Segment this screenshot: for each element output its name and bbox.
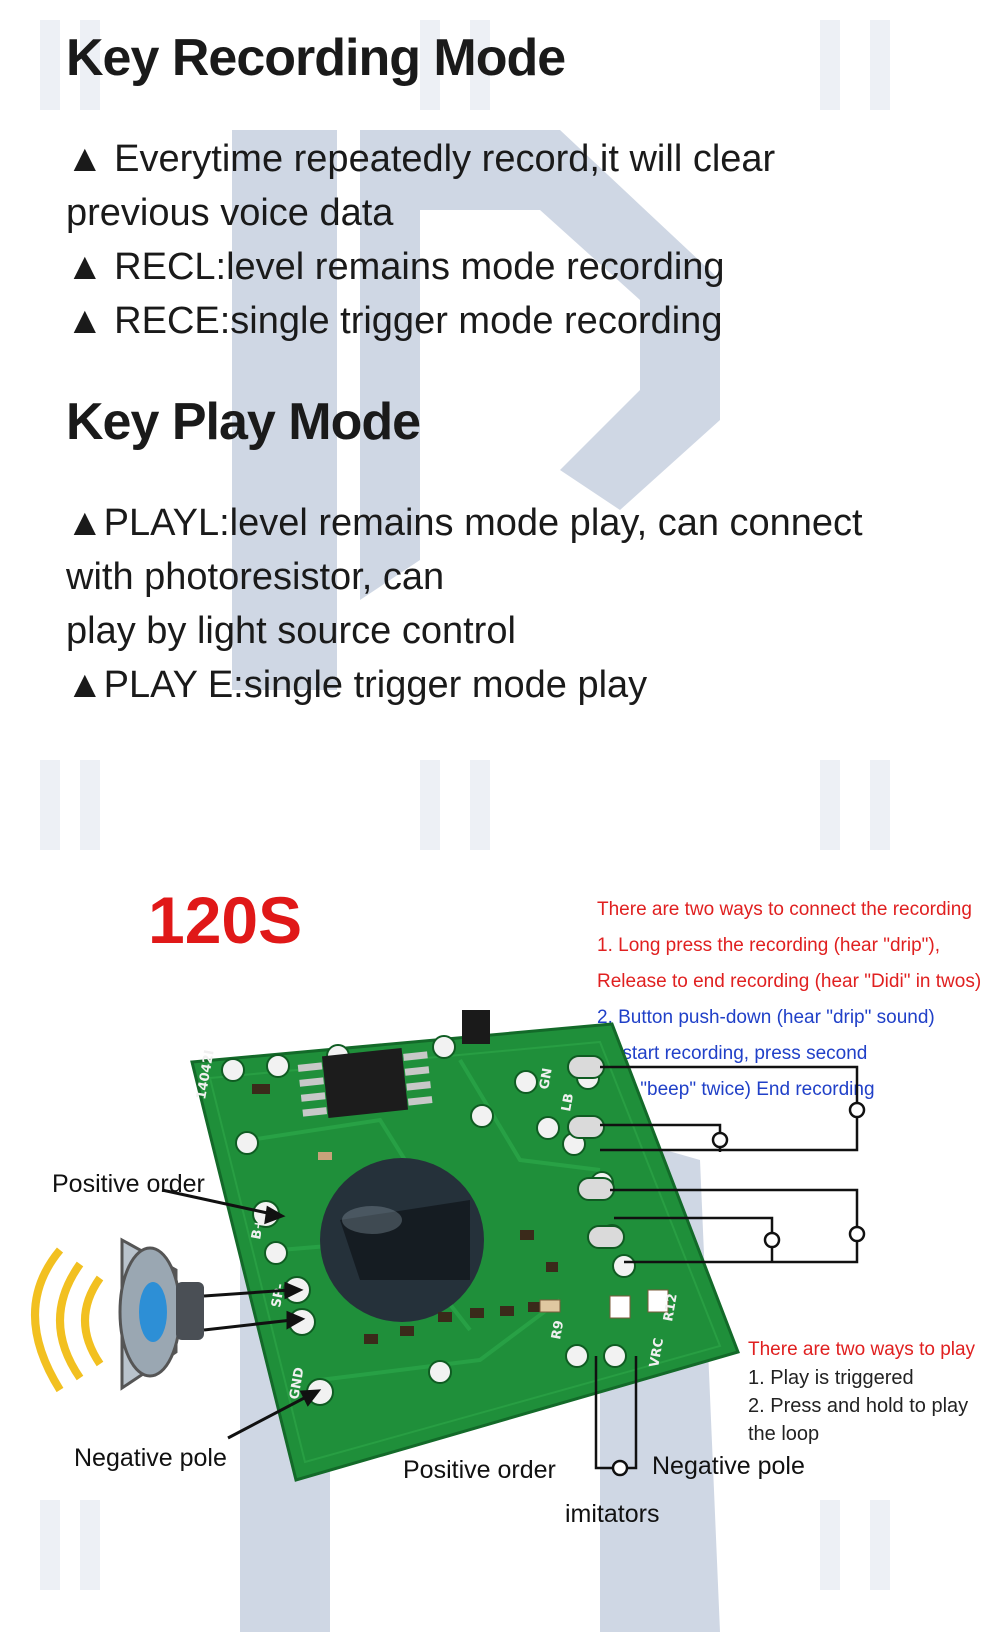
positive-order-bottom-label: Positive order <box>403 1456 556 1484</box>
pcb-diagram: 14042I B+ SP- GND GN LB R9 R12 VRC <box>31 1010 866 1482</box>
recording-mode-list: ▲ Everytime repeatedly record,it will cl… <box>66 132 966 348</box>
play-notes: There are two ways to play 1. Play is tr… <box>748 1336 998 1448</box>
silk-bplus: B+ <box>249 1218 267 1241</box>
speaker-icon <box>31 1237 204 1393</box>
record-note-2: 1. Long press the recording (hear "drip"… <box>597 935 941 956</box>
silk-vrc: VRC <box>647 1337 667 1369</box>
positive-order-left-label: Positive order <box>52 1170 205 1198</box>
play-line-1: ▲PLAYL:level remains mode play, can conn… <box>66 502 863 544</box>
record-note-5: To start recording, press second <box>597 1043 868 1064</box>
silk-gn: GN <box>537 1067 556 1091</box>
recording-line-3: ▲ RECL:level remains mode recording <box>66 246 725 288</box>
negative-pole-left-label: Negative pole <box>74 1444 227 1472</box>
ic-chip <box>297 1047 433 1119</box>
record-note-6: hear "beep" twice) End recording <box>597 1079 875 1100</box>
negative-pole-bottom-label: Negative pole <box>652 1452 805 1480</box>
recording-line-4: ▲ RECE:single trigger mode recording <box>66 300 723 342</box>
recording-notes: There are two ways to connect the record… <box>597 892 997 1108</box>
play-line-2: with photoresistor, can <box>66 556 445 598</box>
play-line-4: ▲PLAY E:single trigger mode play <box>66 664 648 706</box>
play-mode-title: Key Play Mode <box>66 393 421 451</box>
record-note-3: Release to end recording (hear "Didi" in… <box>597 971 982 992</box>
silk-r9: R9 <box>549 1319 567 1340</box>
imitators-label: imitators <box>565 1500 660 1528</box>
play-note-1: There are two ways to play <box>748 1339 976 1360</box>
silk-lb: LB <box>559 1092 577 1113</box>
recording-line-1: ▲ Everytime repeatedly record,it will cl… <box>66 138 776 180</box>
recording-mode-title: Key Recording Mode <box>66 29 566 87</box>
record-note-4: 2. Button push-down (hear "drip" sound) <box>597 1007 935 1028</box>
recording-line-2: previous voice data <box>66 192 394 234</box>
play-line-3: play by light source control <box>66 610 516 652</box>
record-note-1: There are two ways to connect the record… <box>597 899 972 920</box>
play-note-3: 2. Press and hold to play <box>748 1395 969 1417</box>
play-mode-list: ▲PLAYL:level remains mode play, can conn… <box>66 496 966 712</box>
silk-r12: R12 <box>661 1292 681 1322</box>
capacity-label: 120S <box>148 883 303 957</box>
play-note-2: 1. Play is triggered <box>748 1367 914 1389</box>
play-note-4: the loop <box>748 1423 820 1445</box>
